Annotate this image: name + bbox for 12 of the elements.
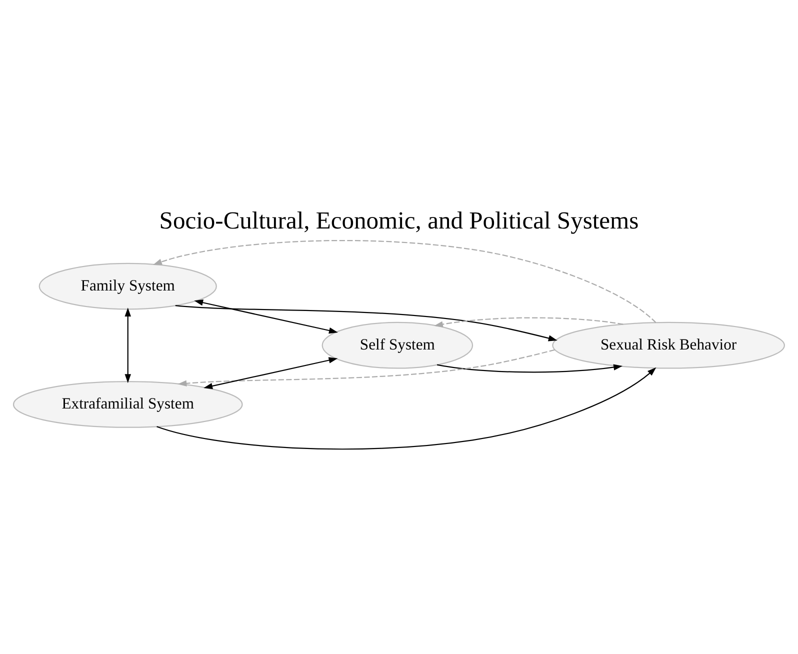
arrow [156, 367, 656, 450]
arrow [124, 308, 131, 384]
arrow [175, 305, 558, 342]
node-ellipse: Sexual Risk Behavior [552, 322, 785, 369]
arrow [194, 300, 338, 334]
arrow [153, 240, 656, 324]
arrow [436, 364, 623, 373]
diagram-title: Socio-Cultural, Economic, and Political Systems [159, 208, 639, 235]
arrow [434, 317, 624, 328]
arrow [178, 349, 555, 386]
node-ellipse: Family System [38, 262, 217, 310]
arrow [204, 357, 338, 390]
